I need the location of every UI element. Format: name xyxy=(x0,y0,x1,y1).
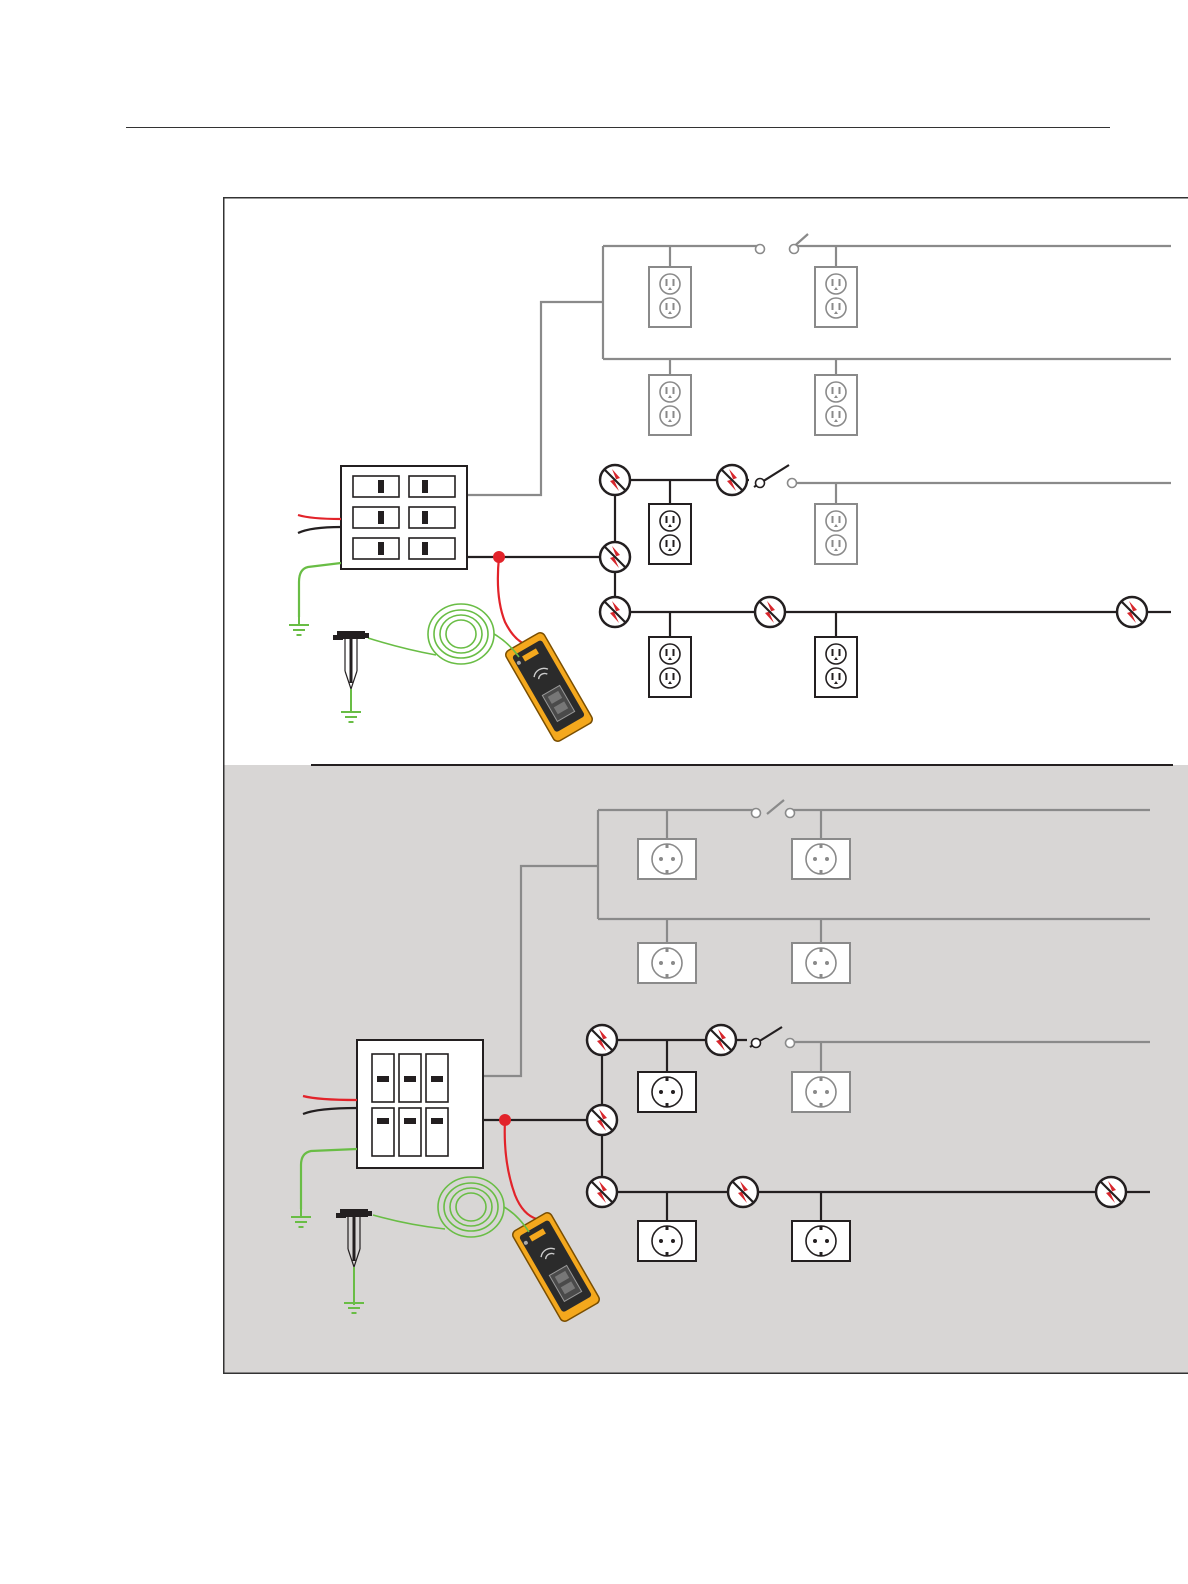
wiring-diagram xyxy=(223,197,1188,1374)
electrical-noise-icon xyxy=(600,465,630,495)
outlet-icon xyxy=(792,943,850,983)
outlet-icon xyxy=(638,839,696,879)
figure-frame xyxy=(223,197,1188,1374)
outlet-icon xyxy=(638,1072,696,1112)
switch-contact xyxy=(786,1039,795,1048)
outlet-icon xyxy=(649,504,691,564)
electrical-noise-icon xyxy=(600,597,630,627)
switch-contact xyxy=(752,809,761,818)
electrical-noise-icon xyxy=(755,597,785,627)
electrical-noise-icon xyxy=(717,465,747,495)
outlet-icon xyxy=(815,375,857,435)
outlet-icon xyxy=(649,375,691,435)
outlet-icon xyxy=(638,1221,696,1261)
electrical-noise-icon xyxy=(1117,597,1147,627)
electrical-noise-icon xyxy=(600,542,630,572)
switch-contact xyxy=(788,479,797,488)
switch-contact xyxy=(790,245,799,254)
electrical-noise-icon xyxy=(587,1025,617,1055)
switch-contact xyxy=(786,809,795,818)
outlet-icon xyxy=(815,267,857,327)
outlet-icon xyxy=(815,504,857,564)
header-rule xyxy=(126,127,1110,128)
electrical-noise-icon xyxy=(728,1177,758,1207)
outlet-icon xyxy=(649,267,691,327)
electrical-noise-icon xyxy=(1096,1177,1126,1207)
outlet-icon xyxy=(638,943,696,983)
switch-contact xyxy=(756,479,765,488)
outlet-icon xyxy=(792,839,850,879)
switch-contact xyxy=(752,1039,761,1048)
outlet-icon xyxy=(815,637,857,697)
outlet-icon xyxy=(792,1072,850,1112)
electrical-noise-icon xyxy=(706,1025,736,1055)
breaker-panel-icon xyxy=(341,466,467,569)
outlet-icon xyxy=(649,637,691,697)
electrical-noise-icon xyxy=(587,1105,617,1135)
switch-contact xyxy=(756,245,765,254)
outlet-icon xyxy=(792,1221,850,1261)
electrical-noise-icon xyxy=(587,1177,617,1207)
breaker-panel-icon xyxy=(357,1040,483,1168)
